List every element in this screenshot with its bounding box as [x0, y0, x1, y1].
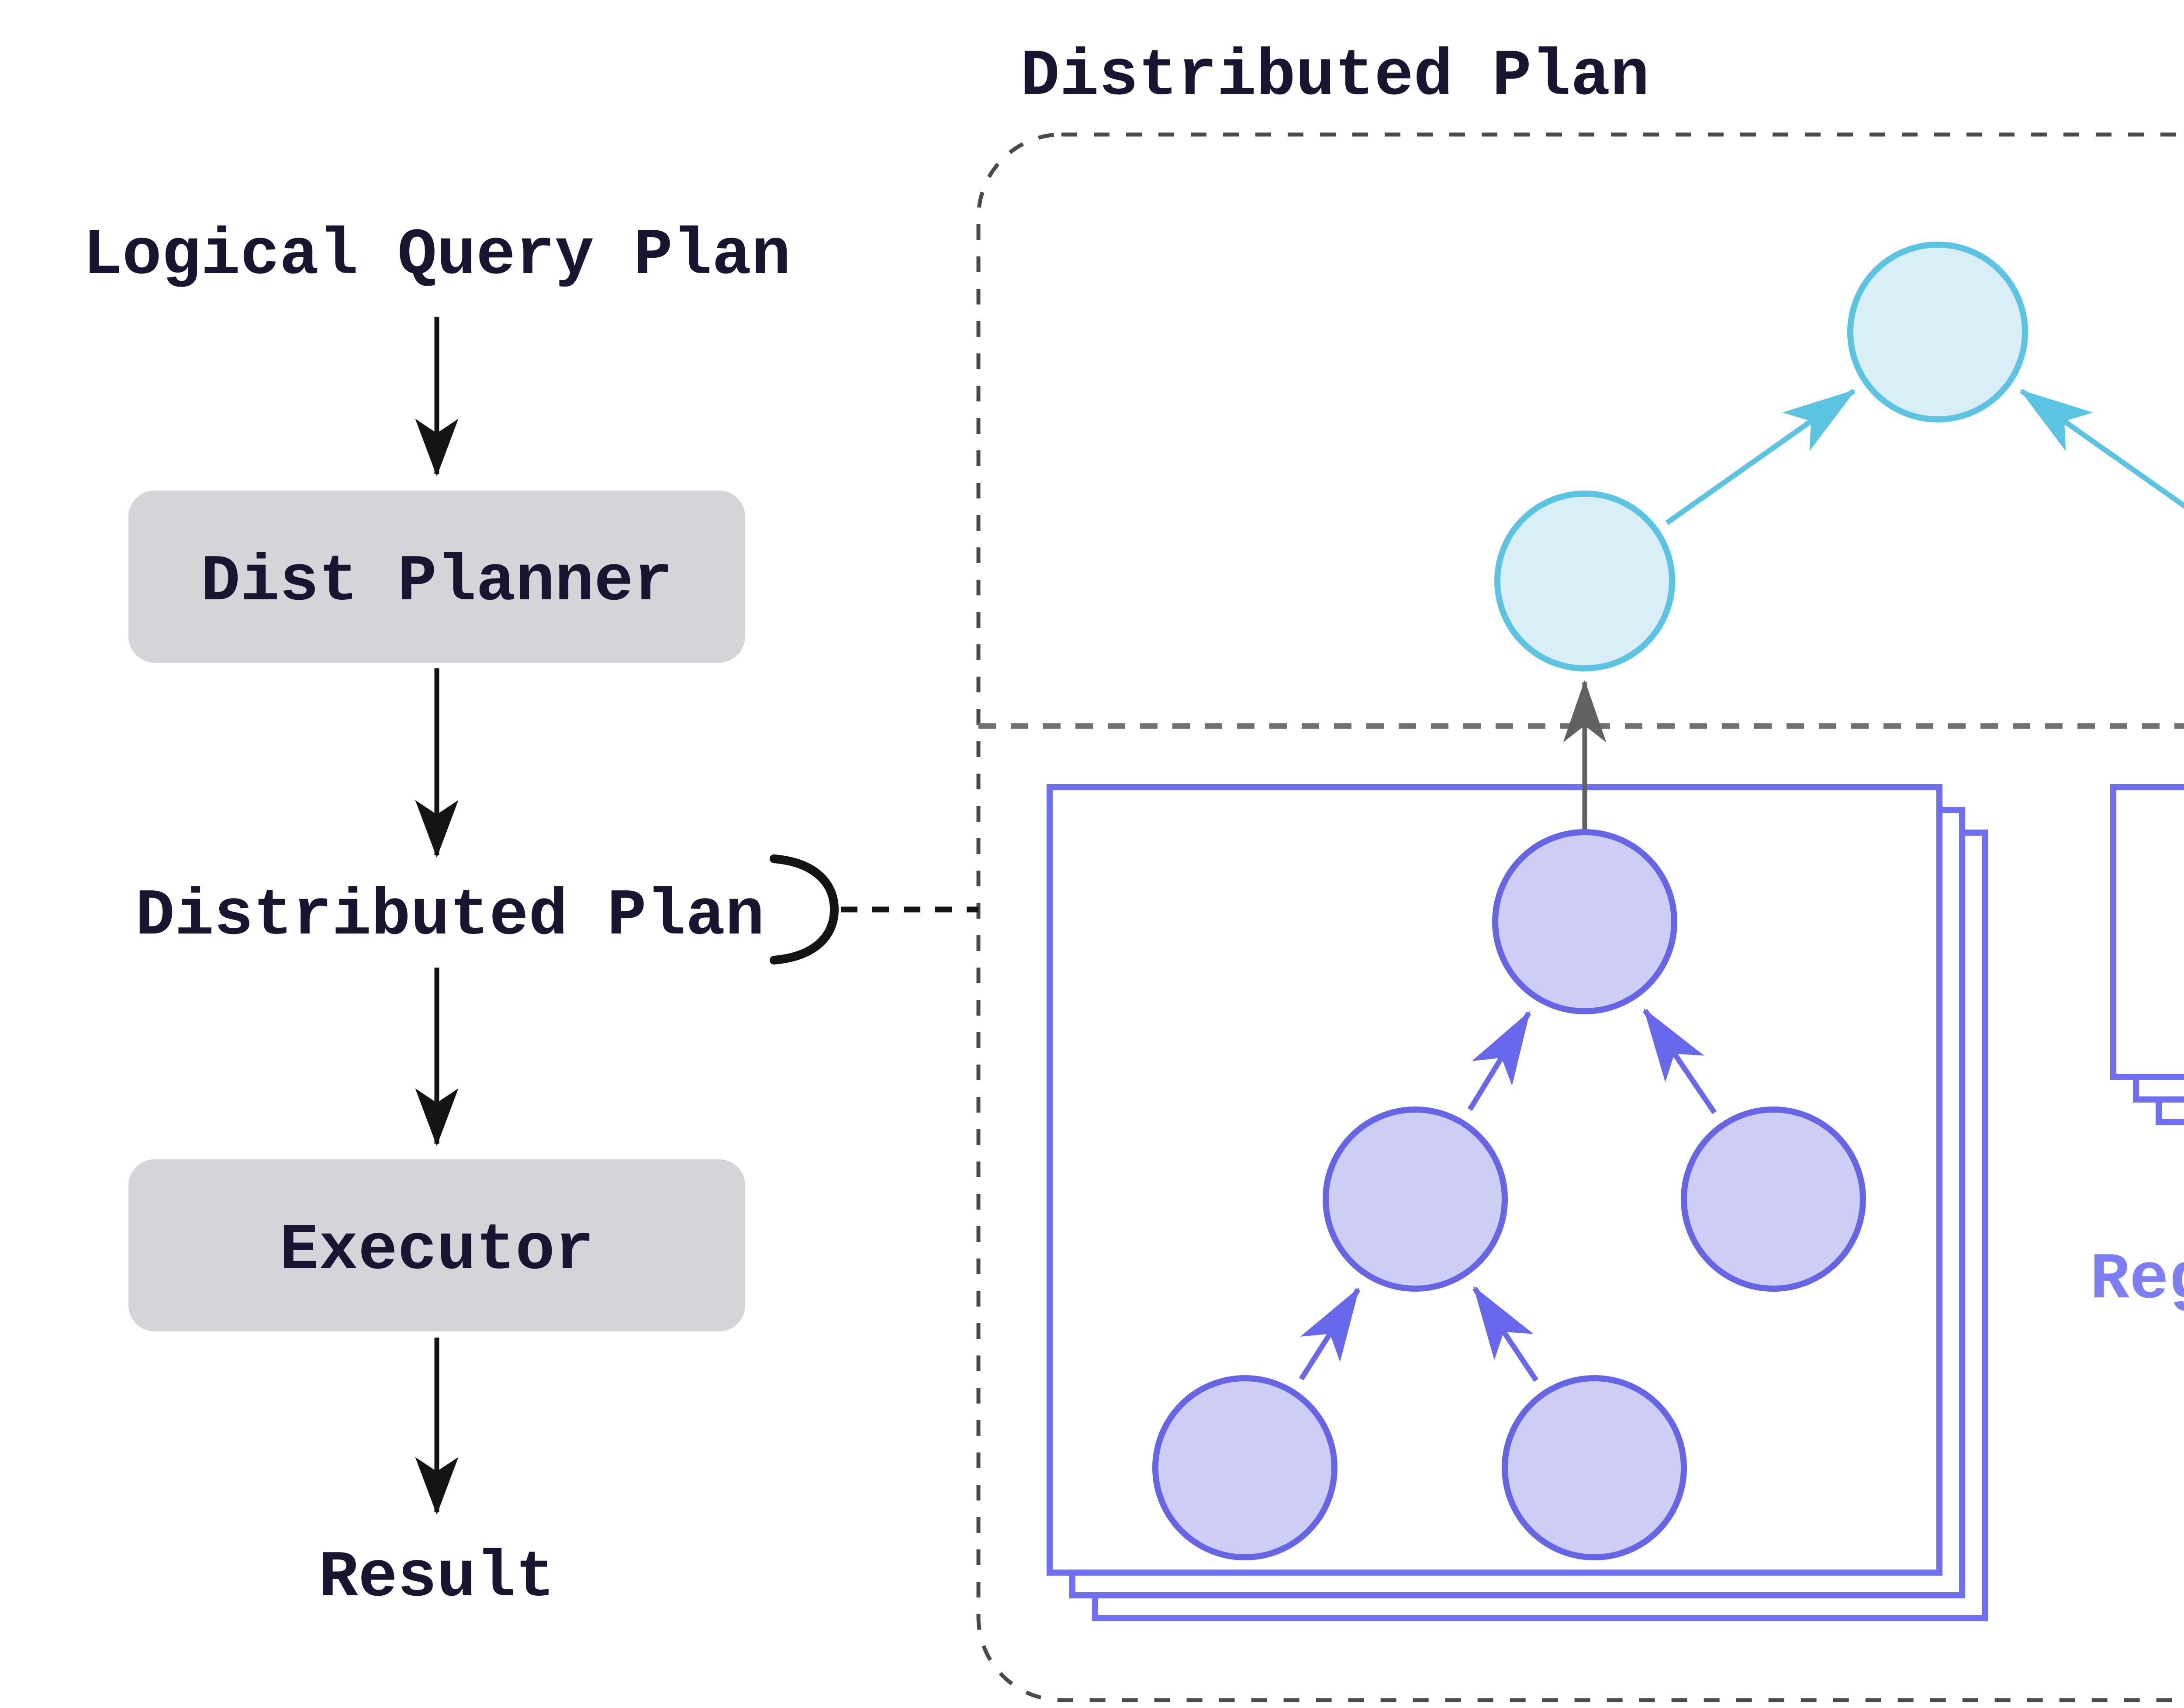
arrow-bottommid-to-midleft [1472, 1286, 1538, 1382]
arrow-bottomleft-to-midleft [1299, 1287, 1361, 1381]
region-stack-small [2110, 784, 2184, 1125]
datanode-tree-mid-right [1681, 1106, 1866, 1292]
region-stack-small-front [2110, 784, 2184, 1080]
executor-label: Executor [280, 1214, 594, 1288]
logical-query-plan-label: Logical Query Plan [83, 219, 791, 293]
arrow-midright-to-top [1643, 1008, 1717, 1114]
arrow-frontend-left-to-root [1665, 389, 1856, 525]
arrow-midleft-to-top [1467, 1010, 1531, 1111]
result-label: Result [319, 1541, 555, 1615]
frontend-left-node [1494, 491, 1675, 671]
datanode-tree-mid-left [1323, 1106, 1508, 1292]
distributed-plan-label: Distributed Plan [135, 879, 764, 954]
datanode-tree-bottom-left [1152, 1375, 1337, 1560]
executor-box [128, 1159, 745, 1331]
distributed-plan-title: Distributed Plan [1020, 40, 1649, 114]
regions-label: Regions [2090, 1243, 2184, 1317]
dist-planner-box [128, 491, 745, 663]
datanode-tree-bottom-mid [1502, 1375, 1687, 1560]
distributed-plan-brace [770, 854, 839, 965]
dist-planner-label: Dist Planner [201, 545, 673, 619]
arrow-frontend-right-to-root [2019, 389, 2184, 509]
frontend-root-node [1847, 242, 2028, 422]
distributed-plan-container-border [976, 132, 2184, 1702]
datanode-tree-root [1492, 829, 1677, 1014]
